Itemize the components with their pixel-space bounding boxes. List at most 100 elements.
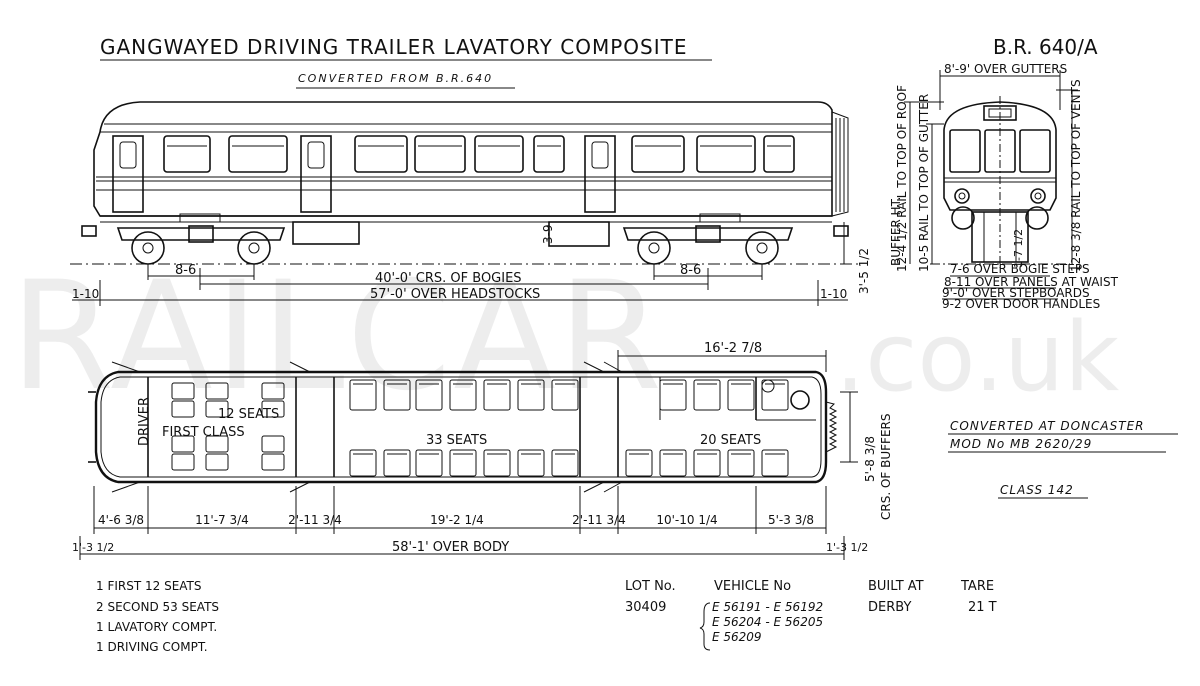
vehicle-table: LOT No. VEHICLE No BUILT AT TARE 30409 E…	[625, 579, 997, 651]
mod-number: MOD No MB 2620/29	[950, 437, 1092, 451]
lot-number: 30409	[625, 600, 666, 615]
vehicle-number: E 56191 - E 56192	[712, 600, 823, 614]
side-window	[696, 135, 756, 173]
seat	[449, 379, 477, 411]
seat	[415, 379, 443, 411]
seat	[261, 453, 285, 471]
over-gutters: 8'-9' OVER GUTTERS	[944, 62, 1067, 76]
rail-to-gutter: 10-5 RAIL TO TOP OF GUTTER	[917, 94, 931, 272]
seat	[483, 449, 511, 477]
header-lot: LOT No.	[625, 579, 676, 594]
converted-at: CONVERTED AT DONCASTER	[950, 419, 1145, 433]
seat	[761, 379, 789, 411]
end-centre-dim: 1-7 1/2	[1012, 229, 1025, 268]
over-stepboards: 9'-0' OVER STEPBOARDS	[942, 286, 1090, 300]
seat	[171, 453, 195, 471]
over-door-handles: 9-2 OVER DOOR HANDLES	[942, 297, 1100, 311]
side-elevation	[70, 101, 860, 265]
diagram-number: B.R. 640/A	[993, 35, 1098, 59]
header-vehicle: VEHICLE No	[714, 579, 791, 594]
overhang-left: 1-10	[72, 287, 99, 301]
seat	[727, 449, 755, 477]
second-seats-b: 20 SEATS	[700, 433, 761, 448]
tank-height: 3-9	[541, 224, 555, 244]
seat	[551, 449, 579, 477]
seat	[517, 449, 545, 477]
plan-bottom-dim: 11'-7 3/4	[195, 513, 249, 527]
side-window	[414, 135, 466, 173]
seat	[761, 449, 789, 477]
seat	[693, 379, 721, 411]
seat	[171, 400, 195, 418]
watermark-suffix: .co.uk	[835, 303, 1119, 413]
bogie-wheelbase-left: 8-6	[175, 263, 196, 278]
side-window	[228, 135, 288, 173]
buffer-height-value: 3'-5 1/2	[857, 248, 871, 294]
drawing-title: GANGWAYED DRIVING TRAILER LAVATORY COMPO…	[100, 35, 687, 59]
plan-bottom-dim: 2'-11 3/4	[288, 513, 342, 527]
wheel	[745, 231, 779, 265]
panels-at-waist: 8-11 OVER PANELS AT WAIST	[944, 275, 1119, 289]
top-dim: 16'-2 7/8	[704, 341, 762, 356]
seat	[383, 379, 411, 411]
side-window	[474, 135, 524, 173]
first-class-label: FIRST CLASS	[162, 425, 245, 440]
accommodation-item: 1 DRIVING COMPT.	[96, 640, 208, 654]
first-class-seats: 12 SEATS	[218, 407, 279, 422]
seat	[261, 400, 285, 418]
side-window	[631, 135, 685, 173]
plan-bottom-dim: 5'-3 3/8	[768, 513, 814, 527]
bogie-centres: 40'-0' CRS. OF BOGIES	[375, 271, 522, 286]
conversion-notes: CONVERTED AT DONCASTER MOD No MB 2620/29…	[948, 419, 1178, 499]
rail-to-vents: 12-8 3/8 RAIL TO TOP OF VENTS	[1069, 79, 1083, 272]
seat	[205, 400, 229, 418]
accommodation-list: 1 FIRST 12 SEATS 2 SECOND 53 SEATS 1 LAV…	[96, 579, 219, 654]
plan-bottom-dim: 4'-6 3/8	[98, 513, 144, 527]
subtitle: CONVERTED FROM B.R.640	[298, 72, 493, 85]
watermark-text: RAILCAR	[10, 250, 664, 424]
seat	[517, 379, 545, 411]
over-headstocks: 57'-0' OVER HEADSTOCKS	[370, 287, 540, 302]
seat	[659, 449, 687, 477]
seat	[205, 382, 229, 400]
seat	[415, 449, 443, 477]
built-at: DERBY	[868, 600, 911, 615]
buffers-label: CRS. OF BUFFERS	[879, 414, 893, 520]
seat	[625, 449, 653, 477]
header-tare: TARE	[960, 579, 994, 594]
vehicle-number: E 56204 - E 56205	[712, 615, 823, 629]
seat	[205, 435, 229, 453]
side-window	[533, 135, 565, 173]
plan-bottom-dim: 19'-2 1/4	[430, 513, 484, 527]
seat	[383, 449, 411, 477]
bogie-frame	[116, 227, 286, 241]
bogie-steps: 7-6 OVER BOGIE STEPS	[950, 262, 1090, 276]
seat	[261, 435, 285, 453]
accommodation-item: 1 LAVATORY COMPT.	[96, 620, 217, 634]
class-label: CLASS 142	[1000, 483, 1074, 497]
accommodation-item: 2 SECOND 53 SEATS	[96, 600, 219, 614]
driver-label: DRIVER	[137, 397, 152, 446]
buffer-height-label: BUFFER HT.	[889, 197, 903, 266]
seat	[551, 379, 579, 411]
elevation-dimensions: 8-6 8-6 40'-0' CRS. OF BOGIES 57'-0' OVE…	[72, 197, 903, 306]
side-window	[763, 135, 795, 173]
end-right: 1'-3 1/2	[826, 541, 868, 554]
accommodation-item: 1 FIRST 12 SEATS	[96, 579, 202, 593]
side-window	[163, 135, 211, 173]
seat	[449, 449, 477, 477]
header-built: BUILT AT	[868, 579, 924, 594]
seat	[349, 379, 377, 411]
plan-bottom-dim: 10'-10 1/4	[656, 513, 717, 527]
seat	[727, 379, 755, 411]
overhang-right: 1-10	[820, 287, 847, 301]
seat	[349, 449, 377, 477]
seat	[171, 382, 195, 400]
over-body: 58'-1' OVER BODY	[392, 540, 509, 555]
seat	[261, 382, 285, 400]
seat	[205, 453, 229, 471]
tare-value: 21 T	[968, 600, 997, 615]
plan-view: DRIVER 12 SEATS FIRST CLASS 33 SEATS 20 …	[88, 361, 838, 493]
bogie-frame	[622, 227, 794, 241]
